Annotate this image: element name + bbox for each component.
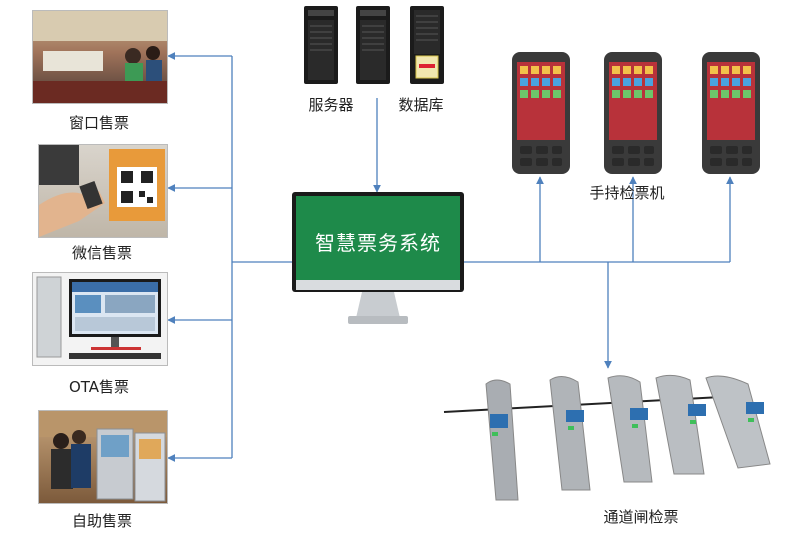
- self-service-ticketing-label: 自助售票: [71, 512, 132, 530]
- wechat-ticketing-photo: [38, 144, 168, 238]
- ota-ticketing-photo: [32, 272, 168, 366]
- server-label: 服务器: [308, 96, 354, 114]
- window-ticketing-label: 窗口售票: [68, 114, 129, 132]
- window-ticketing-photo: [32, 10, 168, 104]
- ota-ticketing-label: OTA售票: [68, 378, 130, 396]
- handheld-scanner-label: 手持检票机: [589, 184, 665, 202]
- gate-ticket-check-label: 通道闸检票: [603, 508, 679, 526]
- wechat-ticketing-label: 微信售票: [71, 244, 132, 262]
- database-label: 数据库: [398, 96, 444, 114]
- smart-ticketing-system-title: 智慧票务系统: [315, 230, 441, 255]
- self-service-ticketing-photo: [38, 410, 168, 504]
